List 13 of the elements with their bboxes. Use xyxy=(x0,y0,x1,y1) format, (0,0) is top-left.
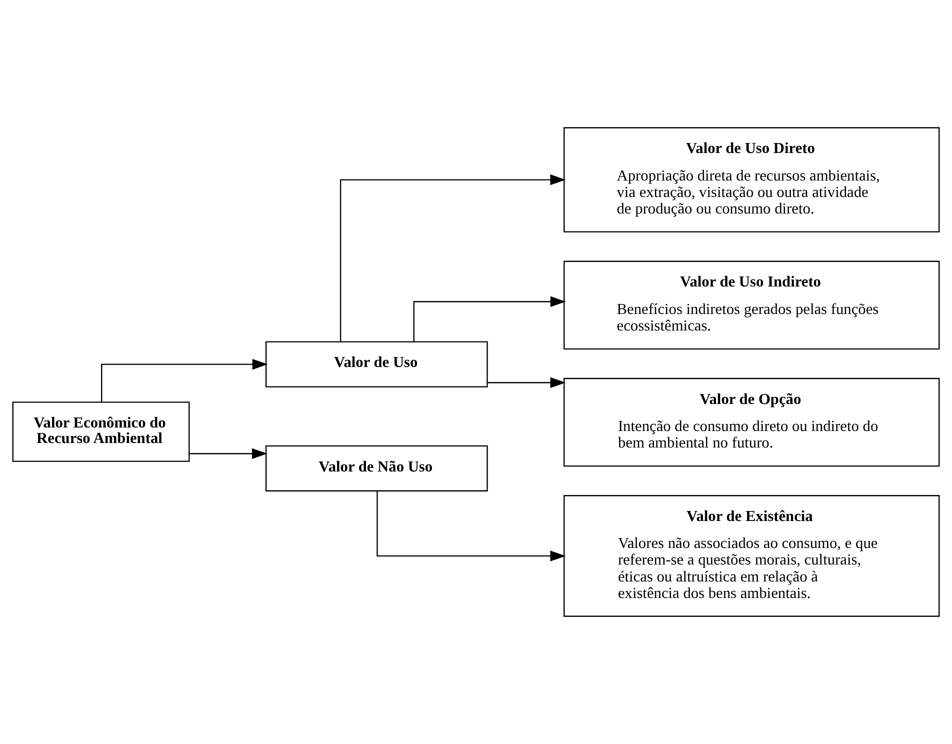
arrow xyxy=(488,377,566,388)
arrow xyxy=(340,174,566,342)
node-box: Valor de Opção Intenção de consumo direto ou indireto do bem ambiental no futuro. xyxy=(564,378,940,467)
arrow xyxy=(413,296,566,342)
node-box: Valor de Não Uso xyxy=(265,445,488,492)
node-box: Valor de Uso xyxy=(265,341,488,388)
arrow xyxy=(189,448,268,460)
arrow xyxy=(101,358,268,402)
node-box: Valor de Uso Indireto Benefícios indiretos gerados pelas funções ecossistêmicas. xyxy=(564,260,940,350)
node-box: Valor Econômico do Recurso Ambiental xyxy=(12,402,190,462)
node-box: Valor de Existência Valores não associados ao consumo, e que referem-se a questões morais, culturais, éticas ou altruística em relação à existência dos bens ambientais. xyxy=(564,495,940,617)
node-box: Valor de Uso Direto Apropriação direta de recursos ambientais, via extração, visitação ou outra atividade de produção ou consumo direto. xyxy=(564,127,940,232)
arrow xyxy=(376,490,566,562)
